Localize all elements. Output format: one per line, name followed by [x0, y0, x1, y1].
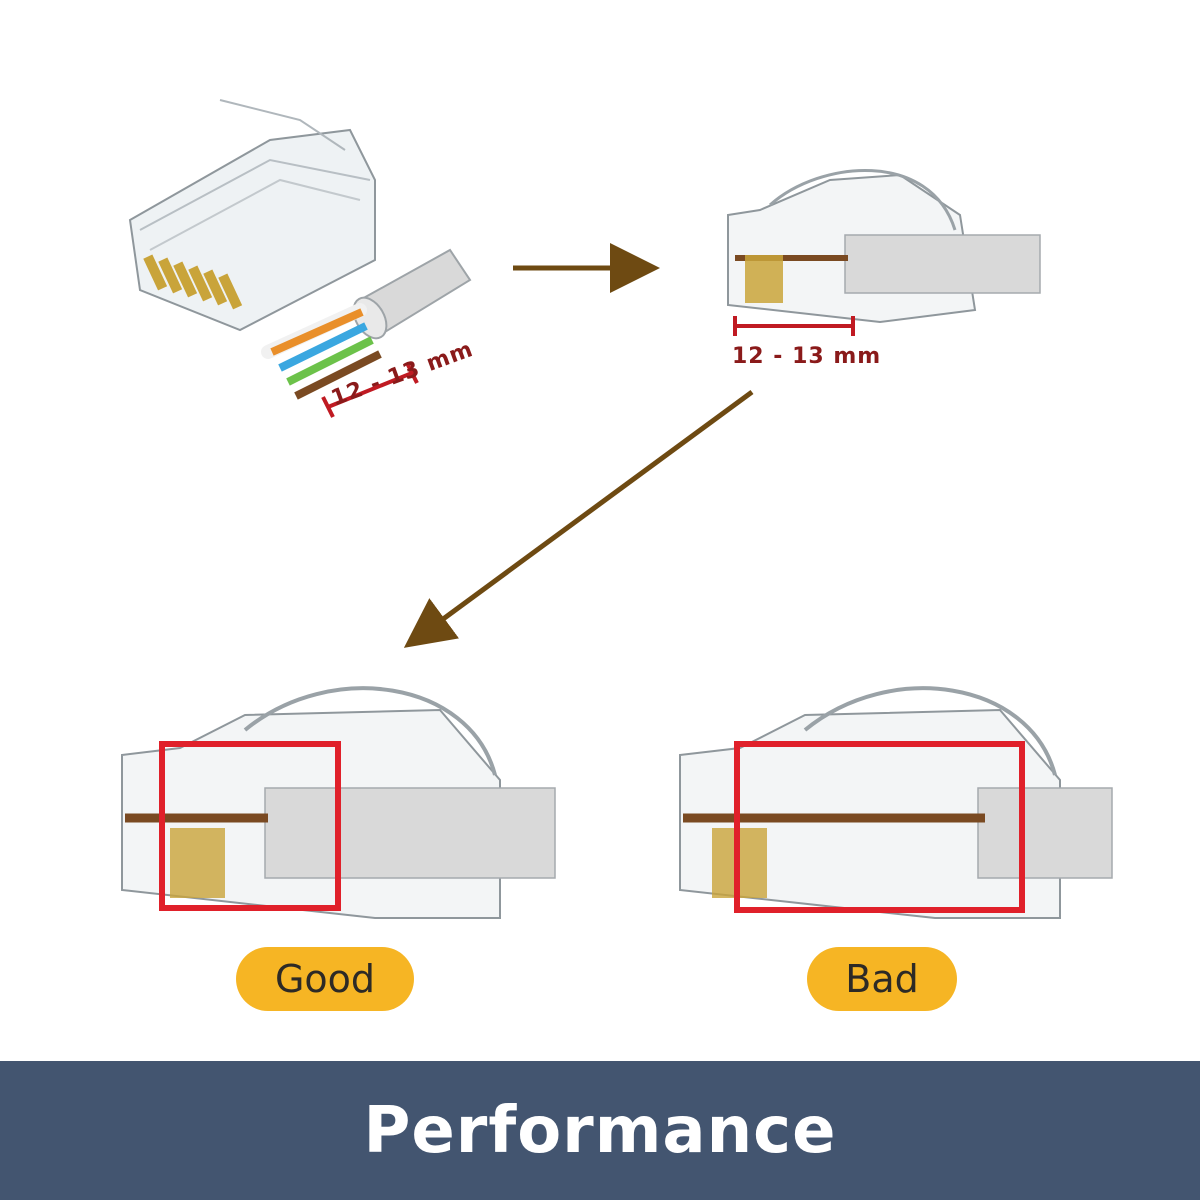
installation-diagram	[121, 99, 1113, 919]
connector-good	[121, 686, 556, 919]
connector-unplugged	[128, 99, 376, 332]
connector-bad	[679, 686, 1113, 919]
footer-title: Performance	[363, 1093, 837, 1168]
measure-bracket-right	[733, 316, 855, 336]
footer-banner: Performance	[0, 1061, 1200, 1200]
highlight-box-good	[159, 741, 341, 911]
highlight-box-bad	[734, 741, 1025, 913]
stripped-cable	[261, 248, 472, 400]
measure-label-right: 12 - 13 mm	[732, 344, 882, 369]
bad-badge: Bad	[807, 947, 957, 1011]
arrow-diagonal	[403, 389, 754, 648]
connector-inserted	[727, 168, 1041, 324]
good-badge: Good	[236, 947, 414, 1011]
measure-bracket-left	[321, 362, 419, 418]
